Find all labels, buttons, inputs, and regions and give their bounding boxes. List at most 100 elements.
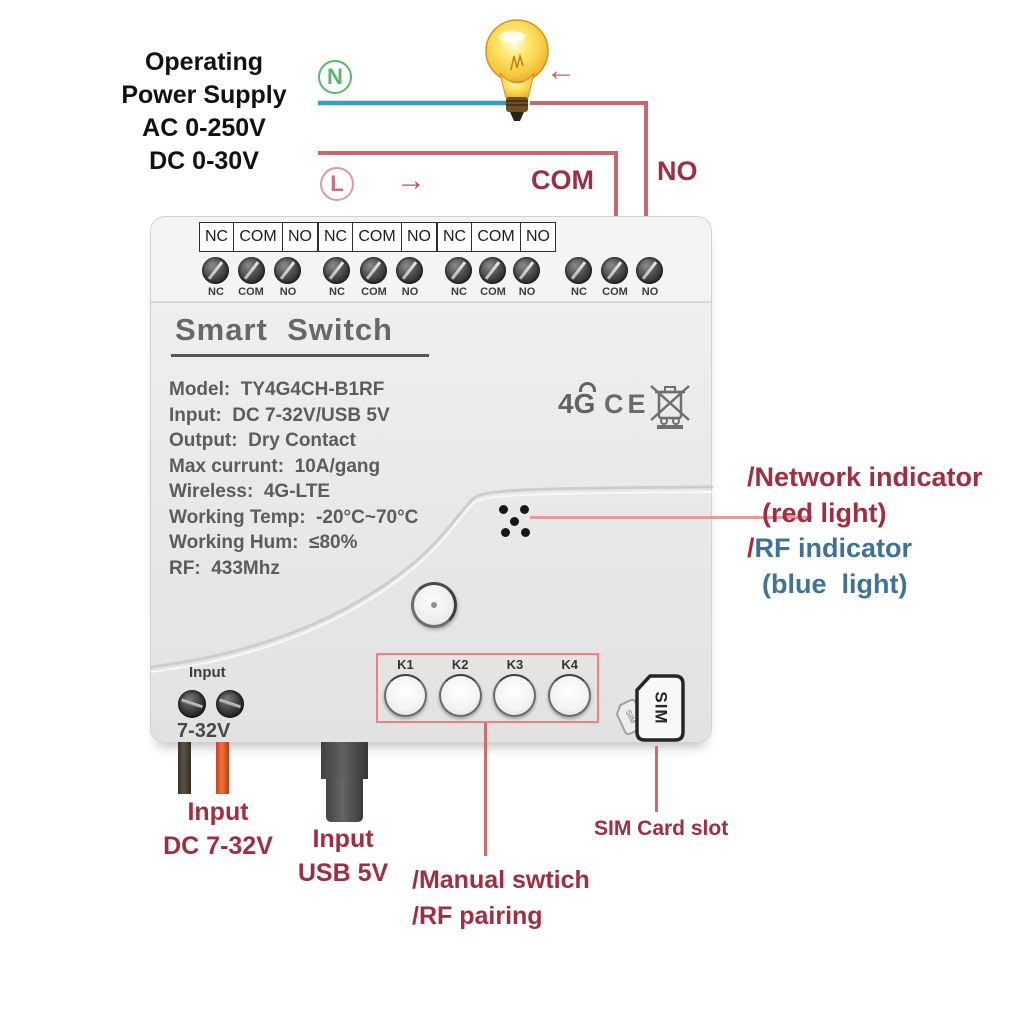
screw-label-no: NO xyxy=(401,286,419,298)
k2-button-group: K2 xyxy=(438,657,482,717)
live-label: L xyxy=(330,171,344,196)
crossed-out-bin-icon xyxy=(650,385,690,429)
screw-label-no: NO xyxy=(518,286,536,298)
neutral-label: N xyxy=(327,64,343,89)
terminal-screw[interactable] xyxy=(238,257,265,284)
smart-switch-device: NC COM NO NC COM NO NC COM NO NC COM NO … xyxy=(150,216,713,743)
k1-label: K1 xyxy=(397,657,414,672)
k2-label: K2 xyxy=(451,657,469,672)
k2-button[interactable] xyxy=(438,674,482,717)
indicator-annotations: /Network indicator (red light) /RF indic… xyxy=(747,460,983,602)
usb-cable xyxy=(326,779,363,822)
led-hole xyxy=(521,528,530,537)
device-input-range: 7-32V xyxy=(177,720,231,742)
screw-label-nc: NC xyxy=(329,286,345,298)
screw-label-no: NO xyxy=(279,286,297,298)
input-dc-line2: DC 7-32V xyxy=(163,832,273,860)
k4-button[interactable] xyxy=(548,674,592,717)
spec-output: Output: Dry Contact xyxy=(169,430,356,451)
terminal-screw[interactable] xyxy=(636,257,663,284)
input-usb-annotation: Input USB 5V xyxy=(293,822,393,890)
4g-signal-arc-icon xyxy=(579,382,596,392)
screw-label-com: COM xyxy=(238,286,264,298)
k1-button[interactable] xyxy=(383,674,427,717)
com-wire-label: COM xyxy=(531,165,594,195)
led-pointer-line xyxy=(530,516,812,519)
spec-current: Max currunt: 10A/gang xyxy=(169,455,381,477)
terminal-header-no: NO xyxy=(283,222,318,252)
led-hole xyxy=(499,505,508,514)
usb-plug xyxy=(321,742,368,779)
terminal-header-group-3: NC COM NO xyxy=(437,222,556,252)
title-underline xyxy=(171,354,429,357)
terminal-header-com: COM xyxy=(234,222,283,252)
manual-line2: /RF pairing xyxy=(412,902,543,930)
4g-mark: 4G xyxy=(558,388,596,419)
network-indicator-label: /Network indicator xyxy=(747,462,983,492)
led-hole xyxy=(501,528,510,537)
ce-mark: CE xyxy=(604,389,650,419)
rf-slash: / xyxy=(747,533,755,563)
screw-label-nc: NC xyxy=(451,286,467,298)
k3-button[interactable] xyxy=(493,674,537,717)
sim-label: SIM xyxy=(652,691,671,724)
terminal-screw[interactable] xyxy=(601,257,628,284)
sim-card-icon[interactable]: SIM SIM xyxy=(606,670,692,750)
terminal-screw[interactable] xyxy=(445,257,472,284)
terminal-header-no: NO xyxy=(521,222,556,252)
device-specs: Model: TY4G4CH-B1RF Input: DC 7-32V/USB … xyxy=(169,377,418,581)
power-line-4: DC 0-30V xyxy=(149,147,259,175)
manual-switch-annotation: /Manual swtich /RF pairing xyxy=(412,862,590,934)
terminal-screw[interactable] xyxy=(565,257,592,284)
power-line-1: Operating xyxy=(144,48,264,76)
live-wire-badge: L xyxy=(320,167,354,201)
terminal-screw[interactable] xyxy=(360,257,387,284)
terminal-screw[interactable] xyxy=(202,257,229,284)
network-light-label: (red light) xyxy=(762,497,887,528)
manual-pointer-line xyxy=(484,723,487,856)
input-usb-line1: Input xyxy=(312,825,374,853)
manual-line1: /Manual swtich xyxy=(412,866,590,894)
operating-power-supply-text: Operating Power Supply AC 0-250V DC 0-30… xyxy=(96,46,312,178)
k3-button-group: K3 xyxy=(493,657,537,717)
terminal-screw[interactable] xyxy=(274,257,301,284)
terminal-header-nc: NC xyxy=(437,222,472,252)
screw-label-no: NO xyxy=(641,286,659,298)
spec-input: Input: DC 7-32V/USB 5V xyxy=(169,404,390,426)
screw-label-com: COM xyxy=(602,286,628,298)
reset-button[interactable] xyxy=(411,582,457,628)
spec-wireless: Wireless: 4G-LTE xyxy=(169,481,331,502)
input-screw[interactable] xyxy=(216,690,244,718)
terminal-screw[interactable] xyxy=(323,257,350,284)
k4-button-group: K4 xyxy=(548,657,592,717)
terminal-header-group-2: NC COM NO xyxy=(318,222,437,252)
terminal-header-nc: NC xyxy=(318,222,353,252)
terminal-header-nc: NC xyxy=(199,222,234,252)
spec-temp: Working Temp: -20°C~70°C xyxy=(169,506,419,528)
k1-button-group: K1 xyxy=(383,657,427,717)
dc-negative-wire xyxy=(178,742,191,794)
spec-rf: RF: 433Mhz xyxy=(169,557,280,579)
input-screw[interactable] xyxy=(178,690,206,718)
led-indicator xyxy=(510,517,519,526)
input-dc-line1: Input xyxy=(187,798,249,826)
screw-label-nc: NC xyxy=(208,286,224,298)
rf-indicator-label: /RF indicator xyxy=(747,531,983,567)
terminal-screw[interactable] xyxy=(479,257,506,284)
terminal-header-no: NO xyxy=(402,222,437,252)
input-dc-annotation: Input DC 7-32V xyxy=(162,795,274,863)
led-hole xyxy=(520,505,529,514)
light-bulb-icon xyxy=(485,19,549,121)
rf-indicator-text: RF indicator xyxy=(754,533,913,563)
rf-light-label: (blue light) xyxy=(762,568,908,599)
dc-positive-wire xyxy=(216,742,229,794)
k4-label: K4 xyxy=(561,657,578,672)
power-line-2: Power Supply xyxy=(121,81,287,109)
device-input-label: Input xyxy=(189,664,226,681)
case-seam xyxy=(151,485,713,673)
terminal-screw[interactable] xyxy=(513,257,540,284)
spec-humidity: Working Hum: ≤80% xyxy=(169,532,358,553)
screw-label-nc: NC xyxy=(571,286,587,298)
terminal-screw[interactable] xyxy=(396,257,423,284)
terminal-header-group-1: NC COM NO xyxy=(199,222,318,252)
